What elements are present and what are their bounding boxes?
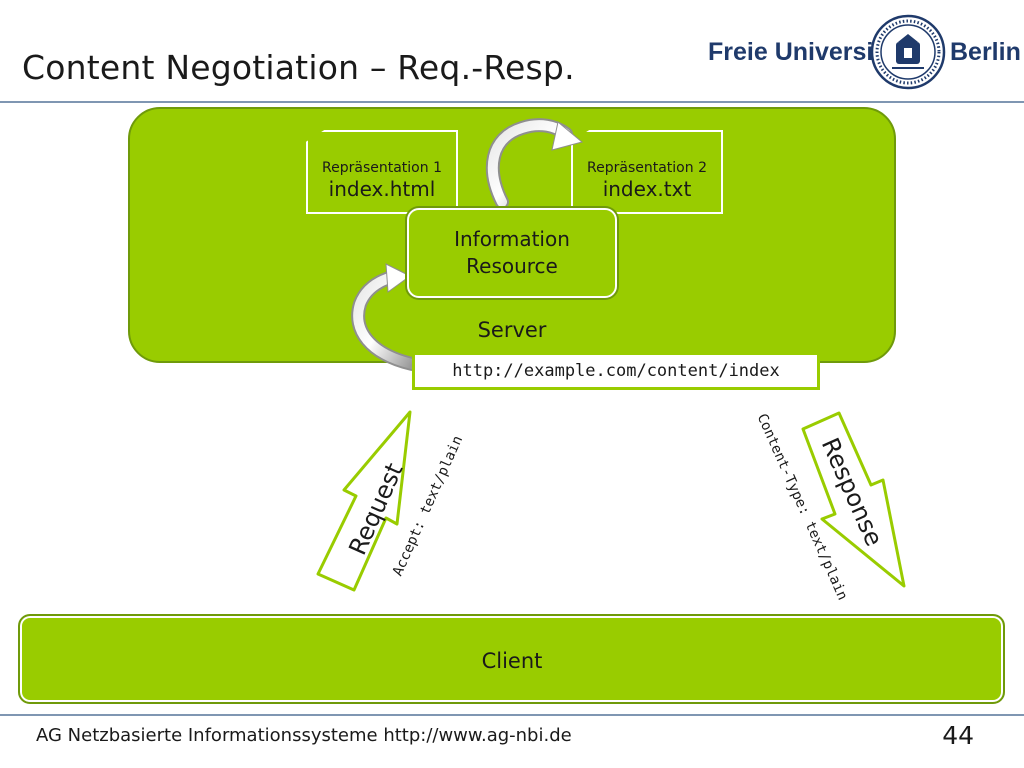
slide-title: Content Negotiation – Req.-Resp. [22, 48, 575, 87]
footer-divider [0, 714, 1024, 716]
representation-1-file: index.html [328, 177, 436, 201]
footer-text: AG Netzbasierte Informationssysteme http… [36, 725, 572, 746]
logo-word-right: Berlin [950, 38, 1021, 66]
representation-2-doc: Repräsentation 2 index.txt [571, 130, 723, 214]
university-seal-icon [870, 14, 946, 90]
page-number: 44 [942, 721, 974, 750]
representation-1-title: Repräsentation 1 [322, 160, 442, 176]
representation-2-file: index.txt [602, 177, 692, 201]
university-logo: Freie Universität Berlin [704, 8, 1021, 98]
header-divider [0, 101, 1024, 103]
content-type-header-label: Content-Type: text/plain [753, 411, 851, 603]
information-resource-box: Information Resource [407, 208, 617, 298]
client-label: Client [481, 649, 543, 673]
information-resource-line2: Resource [466, 254, 558, 278]
server-label: Server [477, 318, 547, 342]
information-resource-line1: Information [454, 227, 570, 251]
response-label: Response [815, 433, 889, 551]
representation-1-doc: Repräsentation 1 index.html [306, 130, 458, 214]
client-box [18, 614, 1005, 704]
representation-2-title: Repräsentation 2 [587, 160, 707, 176]
resource-url: http://example.com/content/index [412, 352, 820, 390]
